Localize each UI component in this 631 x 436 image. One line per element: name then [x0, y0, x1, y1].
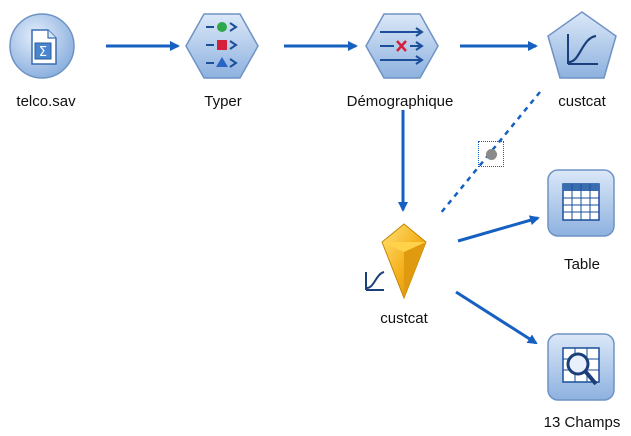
node-type-label: Typer [204, 93, 242, 110]
sav-file-source-icon: Σ [9, 13, 75, 79]
model-nugget-icon [365, 223, 427, 300]
table-icon [547, 169, 615, 237]
link-nugget-table[interactable] [457, 215, 540, 243]
svg-text:Σ: Σ [39, 45, 47, 60]
node-table-label: Table [564, 256, 600, 273]
node-nugget[interactable] [362, 222, 446, 306]
node-filter-label: Démographique [346, 93, 454, 110]
link-nugget-analysis[interactable] [455, 290, 538, 345]
node-analysis[interactable] [546, 332, 618, 404]
node-table[interactable] [546, 168, 618, 240]
node-type[interactable] [184, 12, 260, 82]
node-model-label: custcat [558, 93, 606, 110]
node-source[interactable]: Σ [8, 12, 78, 82]
node-analysis-label: 13 Champs [543, 414, 621, 431]
data-audit-icon [547, 333, 615, 401]
filter-icon [365, 13, 439, 79]
type-icon [185, 13, 259, 79]
logistic-model-icon [547, 11, 617, 79]
link-handle-dot-icon [486, 149, 497, 160]
node-source-label: telco.sav [16, 93, 76, 110]
link-model-nugget-dashed[interactable] [439, 91, 541, 215]
node-filter[interactable] [364, 12, 440, 82]
node-model[interactable] [546, 10, 618, 82]
link-handle[interactable] [478, 141, 504, 167]
node-nugget-label: custcat [380, 310, 428, 327]
